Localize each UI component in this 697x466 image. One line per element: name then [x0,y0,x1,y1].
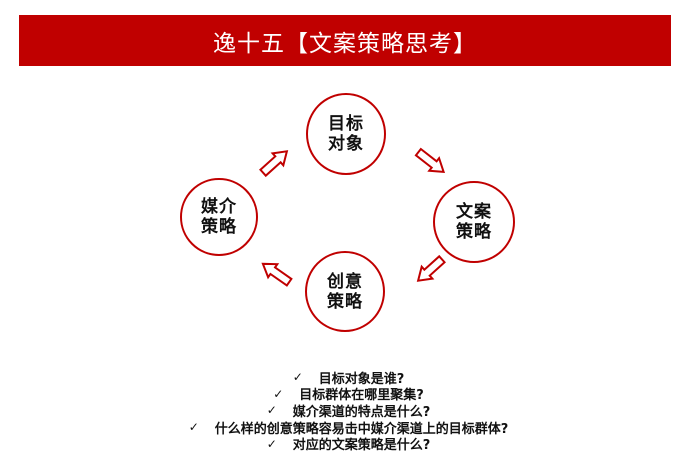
node-media-strategy: 媒介 策略 [180,178,258,256]
node-label-line2: 对象 [328,134,364,154]
checklist-item: ✓ 什么样的创意策略容易击中媒介渠道上的目标群体? [188,419,509,437]
node-label-line1: 创意 [327,271,363,292]
checkmark-icon: ✓ [273,386,284,401]
checklist-item-text: 对应的文案策略是什么? [292,438,431,454]
question-checklist: ✓ 目标对象是谁? ✓ 目标群体在哪里聚集? ✓ 媒介渠道的特点是什么? ✓ 什… [0,369,697,454]
arrow-down-right-icon [414,147,446,173]
checkmark-icon: ✓ [188,420,199,435]
node-creative-strategy: 创意 策略 [305,251,385,332]
node-target-audience: 目标 对象 [306,93,386,175]
node-label-line2: 策略 [201,217,237,237]
checklist-item-text: 目标群体在哪里聚集? [299,388,424,404]
checkmark-icon: ✓ [292,370,303,385]
node-label-line1: 媒介 [201,197,237,217]
arrow-up-right-icon [259,150,289,178]
node-label-line2: 策略 [327,291,363,312]
arrow-up-left-icon [261,262,293,287]
arrow-down-left-icon [416,254,446,282]
checklist-item: ✓ 对应的文案策略是什么? [266,435,431,454]
node-copy-strategy: 文案 策略 [433,181,515,263]
checklist-item: ✓ 媒介渠道的特点是什么? [266,402,431,420]
node-label-line2: 策略 [456,222,492,242]
checklist-item-text: 目标对象是谁? [318,371,405,387]
node-label-line1: 文案 [456,202,492,222]
page-title: 逸十五【文案策略思考】 [213,30,477,57]
title-banner: 逸十五【文案策略思考】 [19,15,671,66]
checkmark-icon: ✓ [266,403,277,418]
checklist-item-text: 媒介渠道的特点是什么? [292,404,431,420]
checklist-item: ✓ 目标群体在哪里聚集? [273,386,424,404]
checklist-item: ✓ 目标对象是谁? [292,369,405,387]
checkmark-icon: ✓ [266,436,277,451]
checklist-item-text: 什么样的创意策略容易击中媒介渠道上的目标群体? [214,421,509,437]
node-label-line1: 目标 [328,114,364,134]
